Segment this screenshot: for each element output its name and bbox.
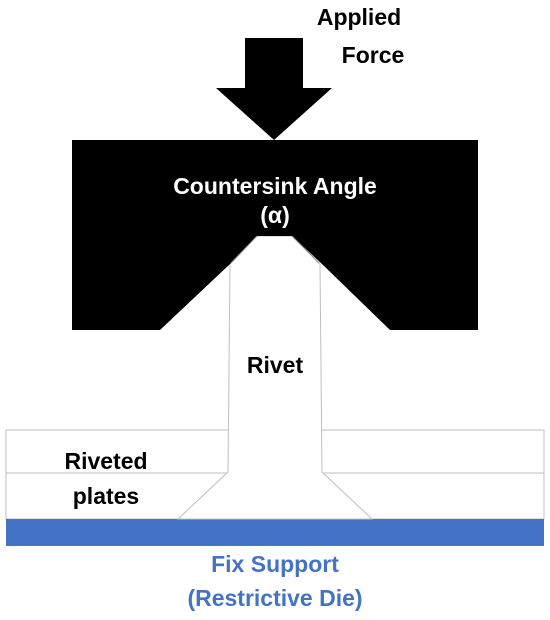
countersink-angle-label-line2: (α) (260, 202, 289, 228)
applied-force-label-line1: Applied (317, 4, 401, 30)
riveted-plates-label-line2: plates (73, 483, 139, 509)
riveted-plates-label-line1: Riveted (64, 448, 147, 474)
fix-support-label-line1: Fix Support (211, 551, 339, 577)
die-edge-right (291, 235, 320, 264)
applied-force-label-line2: Force (342, 42, 405, 68)
die-edge-left (230, 235, 258, 264)
applied-force-arrow (216, 38, 332, 140)
rivet-label: Rivet (247, 352, 304, 378)
countersink-angle-label-line1: Countersink Angle (173, 173, 377, 199)
fix-support-label-line2: (Restrictive Die) (187, 585, 362, 611)
countersink-die (72, 140, 478, 330)
fix-support-bar (6, 519, 544, 546)
angle-arrowhead-left (258, 241, 266, 248)
angle-arrowhead-right (284, 241, 292, 248)
